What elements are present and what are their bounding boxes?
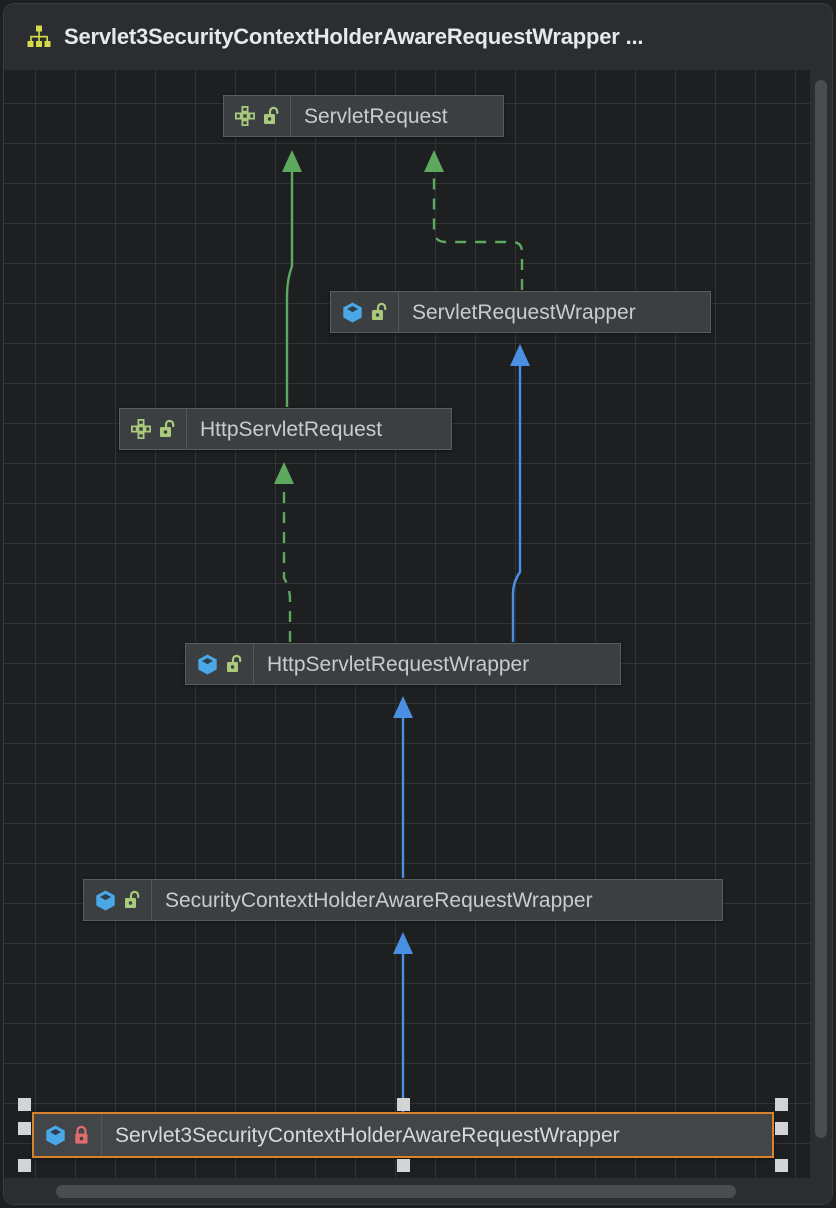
selection-handle-bottom-center[interactable] — [397, 1159, 410, 1172]
node-label: HttpServletRequestWrapper — [267, 652, 530, 676]
class-cube-icon — [96, 890, 115, 910]
node-label: Servlet3SecurityContextHolderAwareReques… — [115, 1123, 620, 1147]
node-icon-group — [331, 292, 399, 332]
edge-http-servlet-request-wrapper-to-servlet-request-wrapper — [510, 344, 530, 642]
interface-icon — [235, 106, 255, 126]
edge-security-context-wrapper-to-http-servlet-request-wrapper — [393, 696, 413, 878]
node-http-servlet-request-wrapper[interactable]: HttpServletRequestWrapper — [185, 643, 621, 685]
node-label: ServletRequestWrapper — [412, 300, 636, 324]
node-icon-group — [120, 409, 187, 449]
selection-handle-top-center[interactable] — [397, 1098, 410, 1111]
node-icon-group — [34, 1114, 102, 1156]
unlocked-padlock-icon — [227, 654, 242, 672]
vertical-scrollbar[interactable] — [810, 70, 832, 1182]
vertical-scrollbar-thumb[interactable] — [815, 80, 827, 1138]
unlocked-padlock-icon — [264, 106, 279, 124]
edge-http-servlet-request-wrapper-to-http-servlet-request — [274, 462, 294, 642]
selection-handle-bottom-left[interactable] — [18, 1159, 31, 1172]
node-servlet-request[interactable]: ServletRequest — [223, 95, 504, 137]
node-label: HttpServletRequest — [200, 417, 383, 441]
selection-handle-top-left[interactable] — [18, 1098, 31, 1111]
node-icon-group — [224, 96, 291, 136]
unlocked-padlock-icon — [160, 419, 175, 437]
selection-handle-middle-right[interactable] — [775, 1122, 788, 1135]
hierarchy-diagram-icon — [27, 25, 51, 47]
selection-handle-middle-left[interactable] — [18, 1122, 31, 1135]
node-servlet3-security-context-holder-aware-request-wrapper[interactable]: Servlet3SecurityContextHolderAwareReques… — [32, 1112, 774, 1158]
selection-handle-top-right[interactable] — [775, 1098, 788, 1111]
window-titlebar: Servlet3SecurityContextHolderAwareReques… — [4, 4, 832, 70]
node-icon-group — [186, 644, 254, 684]
class-cube-icon — [343, 302, 362, 322]
diagram-edges — [274, 150, 530, 1114]
node-label: SecurityContextHolderAwareRequestWrapper — [165, 888, 593, 912]
locked-padlock-icon — [75, 1125, 88, 1144]
horizontal-scrollbar-thumb[interactable] — [56, 1185, 736, 1198]
class-cube-icon — [198, 654, 217, 674]
edge-http-servlet-request-to-servlet-request — [282, 150, 302, 407]
window-title: Servlet3SecurityContextHolderAwareReques… — [64, 24, 644, 49]
node-icon-group — [84, 880, 152, 920]
diagram-canvas[interactable]: ServletRequest ServletRequestWrapper — [4, 70, 832, 1204]
unlocked-padlock-icon — [372, 302, 387, 320]
unlocked-padlock-icon — [125, 890, 140, 908]
node-servlet-request-wrapper[interactable]: ServletRequestWrapper — [330, 291, 711, 333]
diagram-window: Servlet3SecurityContextHolderAwareReques… — [4, 4, 832, 1204]
horizontal-scrollbar[interactable] — [4, 1178, 832, 1204]
class-cube-icon — [46, 1125, 65, 1145]
edge-servlet-request-wrapper-to-servlet-request — [424, 150, 524, 290]
interface-icon — [131, 419, 151, 439]
node-label: ServletRequest — [304, 104, 448, 128]
node-http-servlet-request[interactable]: HttpServletRequest — [119, 408, 452, 450]
edge-servlet3-wrapper-to-security-context-wrapper — [393, 932, 413, 1114]
scrollbar-corner — [810, 1178, 832, 1204]
selection-handle-bottom-right[interactable] — [775, 1159, 788, 1172]
node-security-context-holder-aware-request-wrapper[interactable]: SecurityContextHolderAwareRequestWrapper — [83, 879, 723, 921]
